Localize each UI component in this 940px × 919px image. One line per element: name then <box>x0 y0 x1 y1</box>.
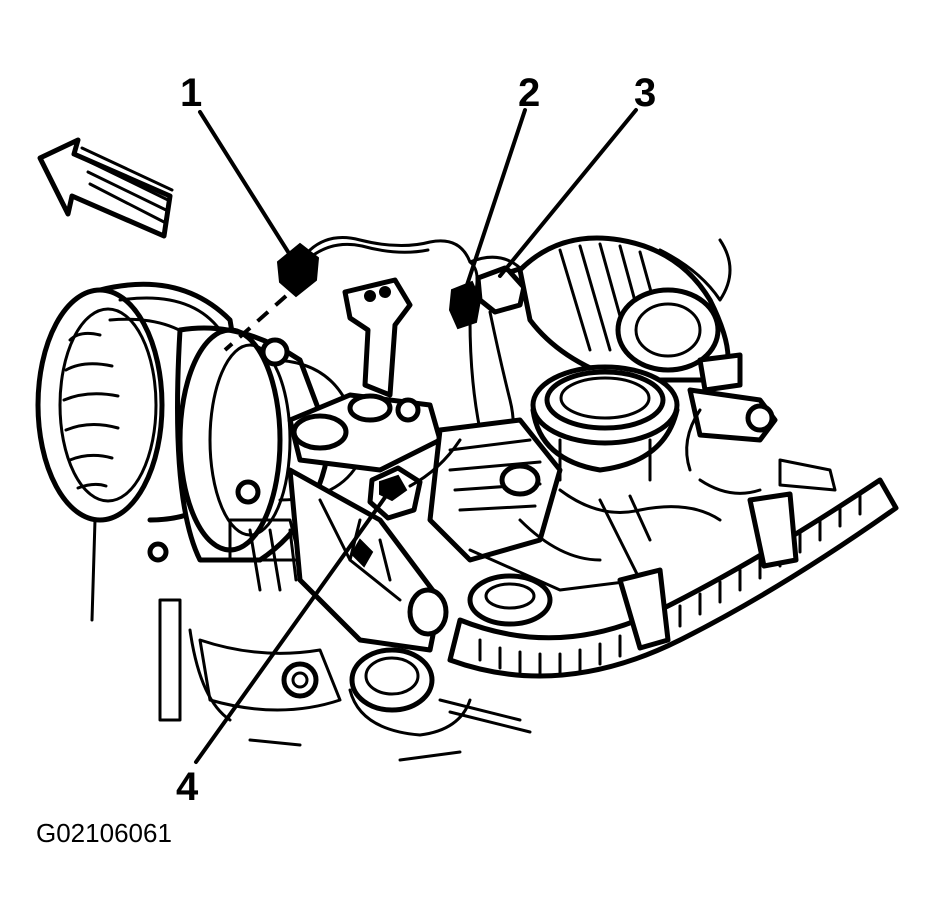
leader-lines <box>194 108 638 764</box>
figure-id: G02106061 <box>36 818 172 848</box>
callout-3: 3 <box>634 71 656 115</box>
oil-fill-cap <box>348 647 472 737</box>
sensor-connector-2 <box>448 280 482 330</box>
wiring-detail <box>90 478 762 762</box>
sensor-connector-4 <box>367 438 462 521</box>
mounting-bracket <box>342 277 413 398</box>
forward-arrow-icon <box>37 137 174 239</box>
compressor-pulley <box>35 281 253 523</box>
wiring-harness-right <box>447 458 899 679</box>
throttle-body <box>530 364 680 482</box>
refrigerant-fitting <box>287 392 443 473</box>
callout-2: 2 <box>518 71 540 115</box>
throttle-linkage <box>685 387 778 472</box>
callout-4: 4 <box>176 765 199 809</box>
intake-manifold <box>427 417 642 627</box>
sensor-connector-1 <box>223 236 472 352</box>
callout-1: 1 <box>180 71 202 115</box>
engine-block-lower <box>158 467 449 722</box>
alternator <box>517 235 743 393</box>
